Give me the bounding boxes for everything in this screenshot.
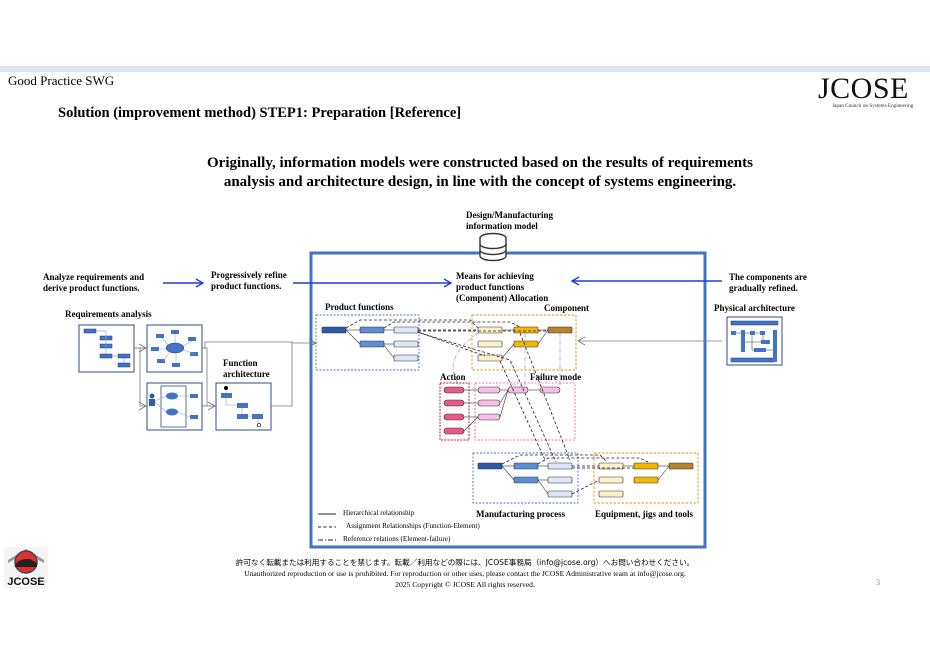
refine-note-line2: product functions. bbox=[211, 281, 282, 291]
manufacturing-process-label: Manufacturing process bbox=[476, 509, 566, 519]
product-functions-group bbox=[315, 314, 420, 371]
info-model-line1: Design/Manufacturing bbox=[466, 210, 554, 220]
page-number: 3 bbox=[876, 578, 880, 587]
function-architecture-label: Function architecture bbox=[223, 358, 270, 380]
legend-reference: Reference relations (Element-failure) bbox=[343, 535, 451, 543]
reference-relations bbox=[452, 332, 561, 387]
analyze-note-line1: Analyze requirements and bbox=[43, 272, 145, 282]
legend-assignment: Assignment Relationships (Function-Eleme… bbox=[346, 522, 480, 530]
action-group bbox=[439, 382, 470, 441]
function-architecture-box bbox=[215, 382, 272, 431]
function-architecture-line1: Function bbox=[223, 358, 258, 368]
action-nodes bbox=[443, 386, 561, 435]
means-note-line3: (Component) Allocation bbox=[456, 293, 549, 303]
equipment-label: Equipment, jigs and tools bbox=[595, 509, 694, 519]
badge-label: JCOSE bbox=[7, 576, 45, 588]
requirements-connectors bbox=[134, 336, 722, 411]
requirements-box-2 bbox=[146, 324, 203, 373]
equipment-group bbox=[593, 452, 699, 504]
equipment-nodes bbox=[598, 462, 694, 498]
component-nodes bbox=[477, 326, 573, 362]
requirements-analysis-label: Requirements analysis bbox=[65, 309, 152, 319]
group-label: Good Practice SWG bbox=[8, 73, 115, 88]
physical-architecture-label: Physical architecture bbox=[714, 303, 795, 313]
analyze-note-line2: derive product functions. bbox=[43, 283, 140, 293]
legend-hierarchical: Hierarchical relationship bbox=[343, 509, 415, 517]
means-note-line1: Means for achieving bbox=[456, 271, 534, 281]
components-note-line2: gradually refined. bbox=[729, 283, 798, 293]
headline: Originally, information models were cons… bbox=[150, 154, 810, 192]
footer-jp-notice: 許可なく転載または利用することを禁じます。転載／利用などの際には、JCOSE事務… bbox=[235, 558, 695, 567]
manufacturing-process-group bbox=[472, 452, 579, 504]
headline-line2: analysis and architecture design, in lin… bbox=[223, 174, 737, 190]
components-note-line1: The components are bbox=[729, 272, 807, 282]
info-model-line2: information model bbox=[466, 221, 538, 231]
logo-subtitle: Japan Council on Systems Engineering bbox=[832, 103, 914, 109]
action-label: Action bbox=[440, 372, 466, 382]
analyze-note: Analyze requirements and derive product … bbox=[43, 272, 144, 294]
assignment-relations bbox=[345, 319, 649, 495]
component-label: Component bbox=[544, 303, 590, 313]
footer-en-notice: Unauthorized reproduction or use is proh… bbox=[244, 569, 686, 578]
components-refined-note: The components are gradually refined. bbox=[729, 272, 807, 294]
legend bbox=[318, 513, 336, 541]
headline-line1: Originally, information models were cons… bbox=[207, 155, 753, 171]
footer-copyright: 2025 Copyright © JCOSE All rights reserv… bbox=[395, 580, 535, 589]
jcose-badge-icon bbox=[4, 547, 48, 589]
means-note: Means for achieving product functions (C… bbox=[456, 271, 548, 304]
slide-title: Solution (improvement method) STEP1: Pre… bbox=[58, 105, 462, 121]
requirements-box-3 bbox=[146, 382, 203, 431]
refine-note-line1: Progressively refine bbox=[211, 270, 287, 280]
product-functions-label: Product functions bbox=[325, 302, 394, 312]
header-band bbox=[0, 66, 930, 72]
means-note-line2: product functions bbox=[456, 282, 525, 292]
function-architecture-line2: architecture bbox=[223, 369, 270, 379]
component-group bbox=[471, 314, 577, 371]
refine-note: Progressively refine product functions. bbox=[211, 270, 287, 292]
product-function-nodes bbox=[321, 326, 419, 362]
manufacturing-nodes bbox=[477, 462, 573, 498]
physical-architecture-box bbox=[726, 316, 783, 366]
requirements-box-1 bbox=[78, 324, 135, 373]
failure-mode-label: Failure mode bbox=[530, 372, 582, 382]
database-icon bbox=[479, 232, 507, 262]
jcose-logo: JCOSE Japan Council on Systems Engineeri… bbox=[818, 74, 928, 114]
logo-wordmark: JCOSE bbox=[818, 72, 909, 105]
info-model-label: Design/Manufacturing information model bbox=[466, 210, 553, 232]
